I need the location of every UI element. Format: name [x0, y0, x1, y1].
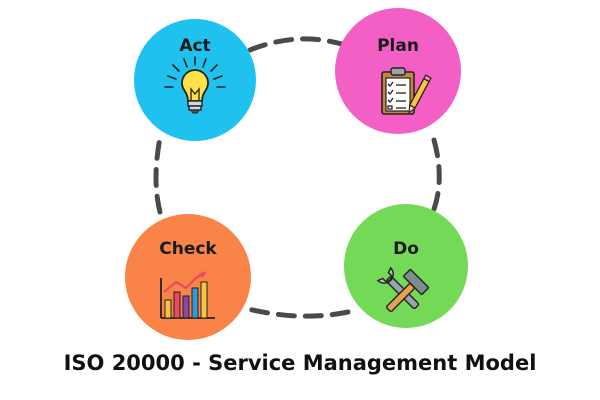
- node-act: Act: [134, 19, 256, 141]
- check-circle: [125, 214, 251, 340]
- plan-label: Plan: [377, 36, 419, 56]
- clipboard-checklist-icon: [381, 67, 432, 115]
- cycle-connector: [153, 36, 442, 319]
- hammer-wrench-icon: [376, 266, 430, 312]
- do-label: Do: [393, 239, 419, 259]
- act-label: Act: [179, 36, 210, 56]
- bar-chart-trend-icon: [160, 271, 215, 319]
- node-do: Do: [344, 204, 468, 328]
- lightbulb-icon: [164, 56, 226, 114]
- diagram-caption: ISO 20000 - Service Management Model: [63, 351, 537, 375]
- do-circle: [344, 204, 468, 328]
- node-plan: Plan: [335, 8, 461, 134]
- node-check: Check: [125, 214, 251, 340]
- check-label: Check: [159, 239, 217, 259]
